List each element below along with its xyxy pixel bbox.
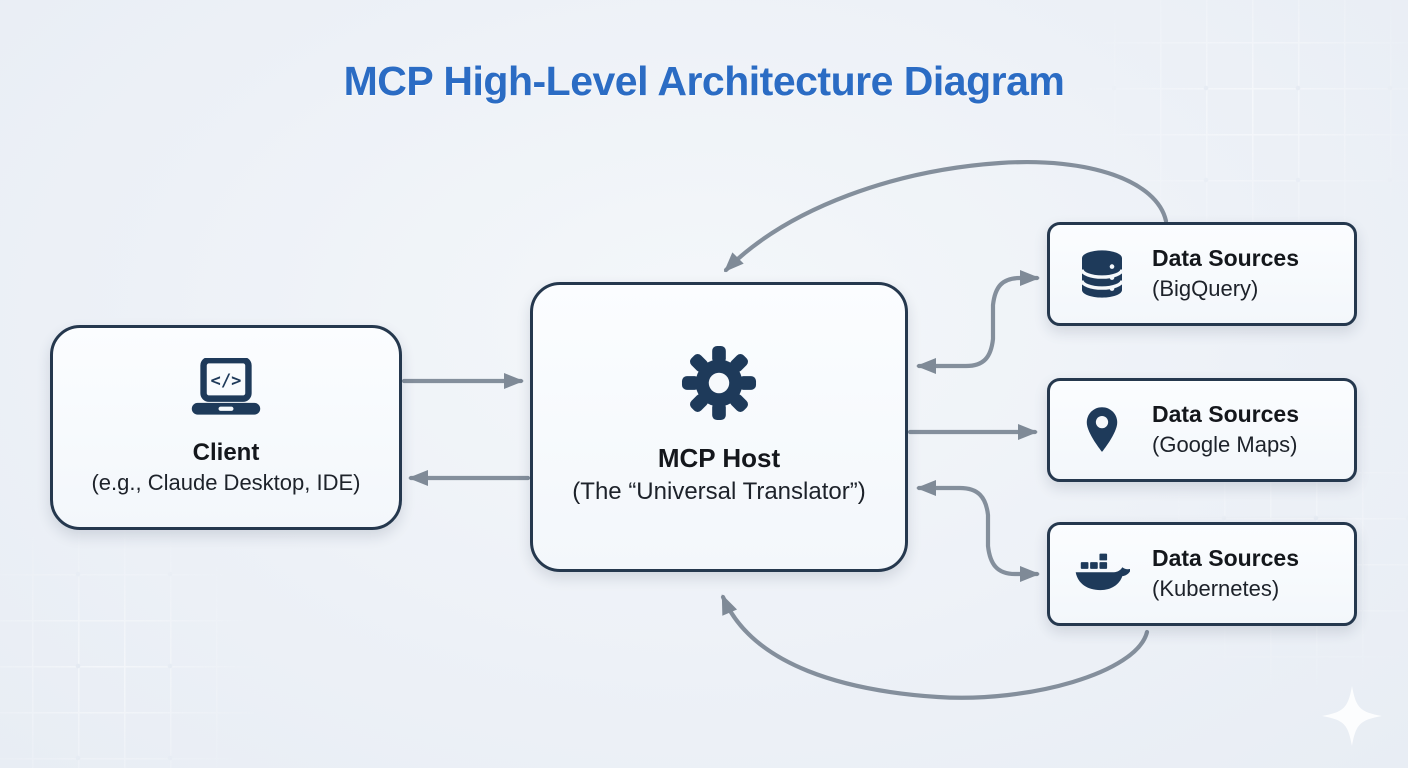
kubernetes-sublabel: (Kubernetes): [1152, 576, 1280, 602]
background-grid-bottom-left: [0, 528, 270, 768]
page-title: MCP High-Level Architecture Diagram: [343, 58, 1065, 104]
kubernetes-label: Data Sources: [1152, 545, 1300, 572]
data-sources-googlemaps-node: Data Sources (Google Maps): [1047, 378, 1357, 482]
mcp-host-label: MCP Host: [657, 443, 781, 474]
client-node: </> Client (e.g., Claude Desktop, IDE): [50, 325, 402, 530]
client-label: Client: [192, 438, 260, 466]
bigquery-sublabel: (BigQuery): [1152, 276, 1259, 302]
bigquery-label: Data Sources: [1152, 245, 1300, 272]
data-sources-kubernetes-node: Data Sources (Kubernetes): [1047, 522, 1357, 626]
database-icon: [1074, 247, 1130, 301]
laptop-code-icon: </>: [186, 356, 266, 425]
client-sublabel: (e.g., Claude Desktop, IDE): [91, 469, 361, 495]
gear-icon: [681, 345, 757, 426]
docker-whale-icon: [1074, 550, 1130, 598]
googlemaps-label: Data Sources: [1152, 401, 1300, 428]
background-grid-top-right: [1068, 0, 1408, 250]
data-sources-bigquery-node: Data Sources (BigQuery): [1047, 222, 1357, 326]
sparkle-icon: [1322, 686, 1382, 746]
map-pin-icon: [1074, 402, 1130, 458]
arrow-host-kubernetes-scurve: [916, 480, 1040, 582]
googlemaps-sublabel: (Google Maps): [1152, 432, 1298, 458]
arrow-host-bigquery-scurve: [916, 270, 1040, 374]
mcp-host-node: MCP Host (The “Universal Translator”): [530, 282, 908, 572]
mcp-host-sublabel: (The “Universal Translator”): [572, 478, 866, 506]
svg-text:</>: </>: [211, 370, 242, 390]
